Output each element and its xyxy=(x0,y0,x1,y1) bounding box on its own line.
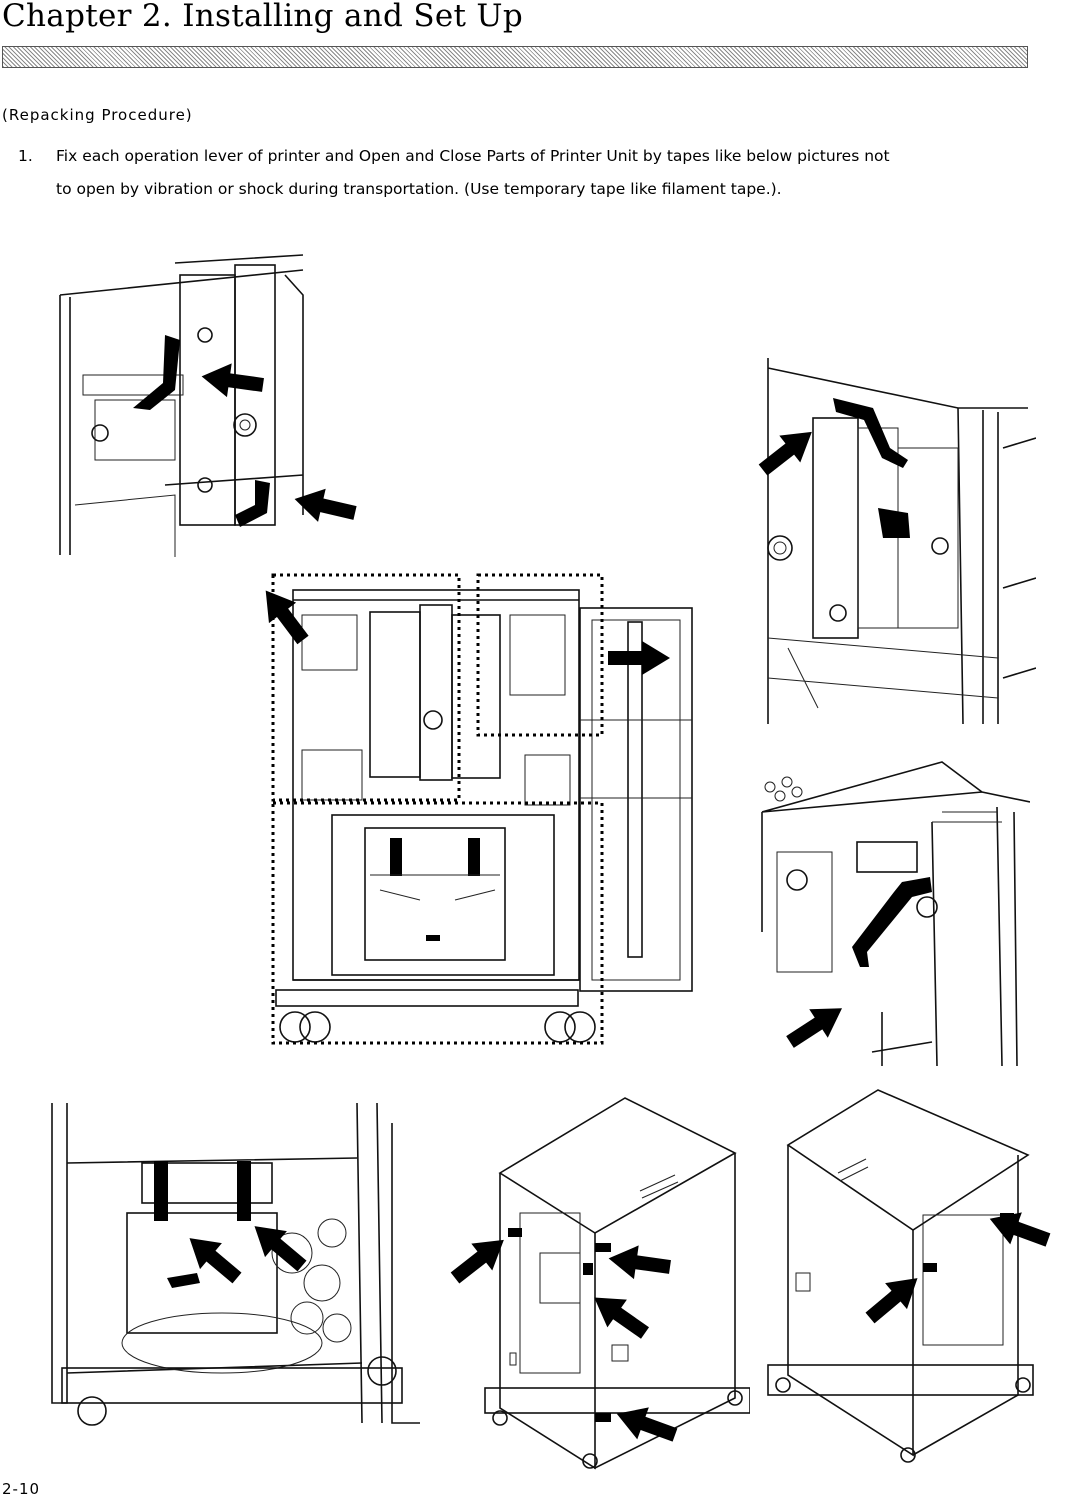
bottom-cabinet-rear-figure xyxy=(758,1085,1056,1475)
top-left-detail-figure xyxy=(55,215,375,557)
middle-right-detail-figure xyxy=(752,752,1030,1066)
page-number: 2-10 xyxy=(2,1480,41,1498)
chapter-title: Chapter 2. Installing and Set Up xyxy=(2,0,523,34)
step-text-line2: to open by vibration or shock during tra… xyxy=(56,180,782,198)
step-number: 1. xyxy=(18,147,33,165)
center-front-view-figure xyxy=(240,570,696,1046)
title-rule xyxy=(2,46,1028,68)
top-right-detail-figure xyxy=(758,348,1036,724)
step-1: 1. Fix each operation lever of printer an… xyxy=(18,140,1058,206)
bottom-left-detail-figure xyxy=(32,1103,420,1441)
bottom-cabinet-front-figure xyxy=(450,1093,750,1473)
section-subtitle: (Repacking Procedure) xyxy=(2,106,193,124)
step-text-line1: Fix each operation lever of printer and … xyxy=(56,147,890,165)
